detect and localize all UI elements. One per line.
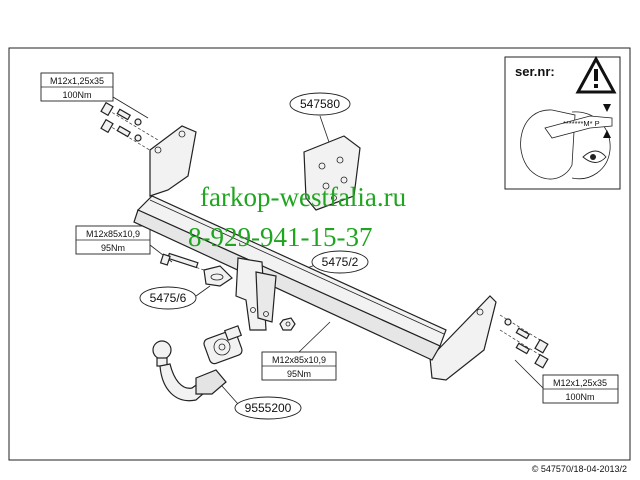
watermark-phone: 8-929-941-15-37: [188, 222, 372, 252]
leader-lines: [112, 96, 544, 405]
eye-icon: [582, 150, 607, 163]
main-crossbar: [133, 195, 447, 361]
callout-tow-ball: 9555200: [234, 396, 302, 420]
part-number-9555200: 9555200: [245, 401, 292, 415]
bracket-plate: [303, 135, 361, 211]
torque-top-left: 100Nm: [62, 90, 91, 100]
bolt-spec-top-left: M12x1,25x35: [50, 76, 104, 86]
bolt-mid-left: [159, 252, 199, 269]
copyright-text: © 547570/18-04-2013/2: [532, 464, 627, 474]
arrow-up-icon: [603, 130, 611, 138]
warning-triangle-icon: [575, 55, 617, 94]
bolt-spec-right: M12x1,25x35: [553, 378, 607, 388]
bolt-label-center: M12x85x10,9 95Nm: [261, 351, 337, 381]
callout-clamp-right: 5475/2: [311, 250, 369, 274]
left-clamp: [203, 265, 233, 287]
bolt-spec-center: M12x85x10,9: [272, 355, 326, 365]
center-nut: [279, 317, 296, 331]
torque-right: 100Nm: [565, 392, 594, 402]
callout-clamp-left: 5475/6: [139, 286, 197, 310]
serial-plate-text: *******M* P: [563, 119, 600, 128]
callout-bracket-plate: 547580: [289, 92, 351, 116]
bolt-label-right: M12x1,25x35 100Nm: [542, 374, 619, 404]
electrical-socket: [203, 325, 243, 365]
bolt-set-top-left: [100, 101, 142, 142]
serial-number-inset: ser.nr: *******M* P: [504, 55, 621, 190]
right-side-bracket: [429, 295, 497, 381]
center-mounting-bracket: [235, 257, 277, 331]
part-number-5475-6: 5475/6: [150, 291, 187, 305]
watermark-site: farkop-westfalia.ru: [200, 182, 407, 212]
serial-label: ser.nr:: [515, 64, 555, 79]
tow-ball-assembly: [152, 340, 227, 402]
part-number-5475-2: 5475/2: [322, 255, 359, 269]
diagram-frame: [8, 47, 631, 461]
left-side-bracket: [149, 125, 197, 197]
bolt-set-right: [504, 318, 549, 369]
bolt-spec-mid-left: M12x85x10,9: [86, 229, 140, 239]
torque-center: 95Nm: [287, 369, 311, 379]
bolt-label-top-left: M12x1,25x35 100Nm: [40, 72, 114, 102]
bolt-label-mid-left: M12x85x10,9 95Nm: [75, 225, 151, 255]
arrow-down-icon: [603, 104, 611, 112]
part-number-547580: 547580: [300, 97, 340, 111]
torque-mid-left: 95Nm: [101, 243, 125, 253]
